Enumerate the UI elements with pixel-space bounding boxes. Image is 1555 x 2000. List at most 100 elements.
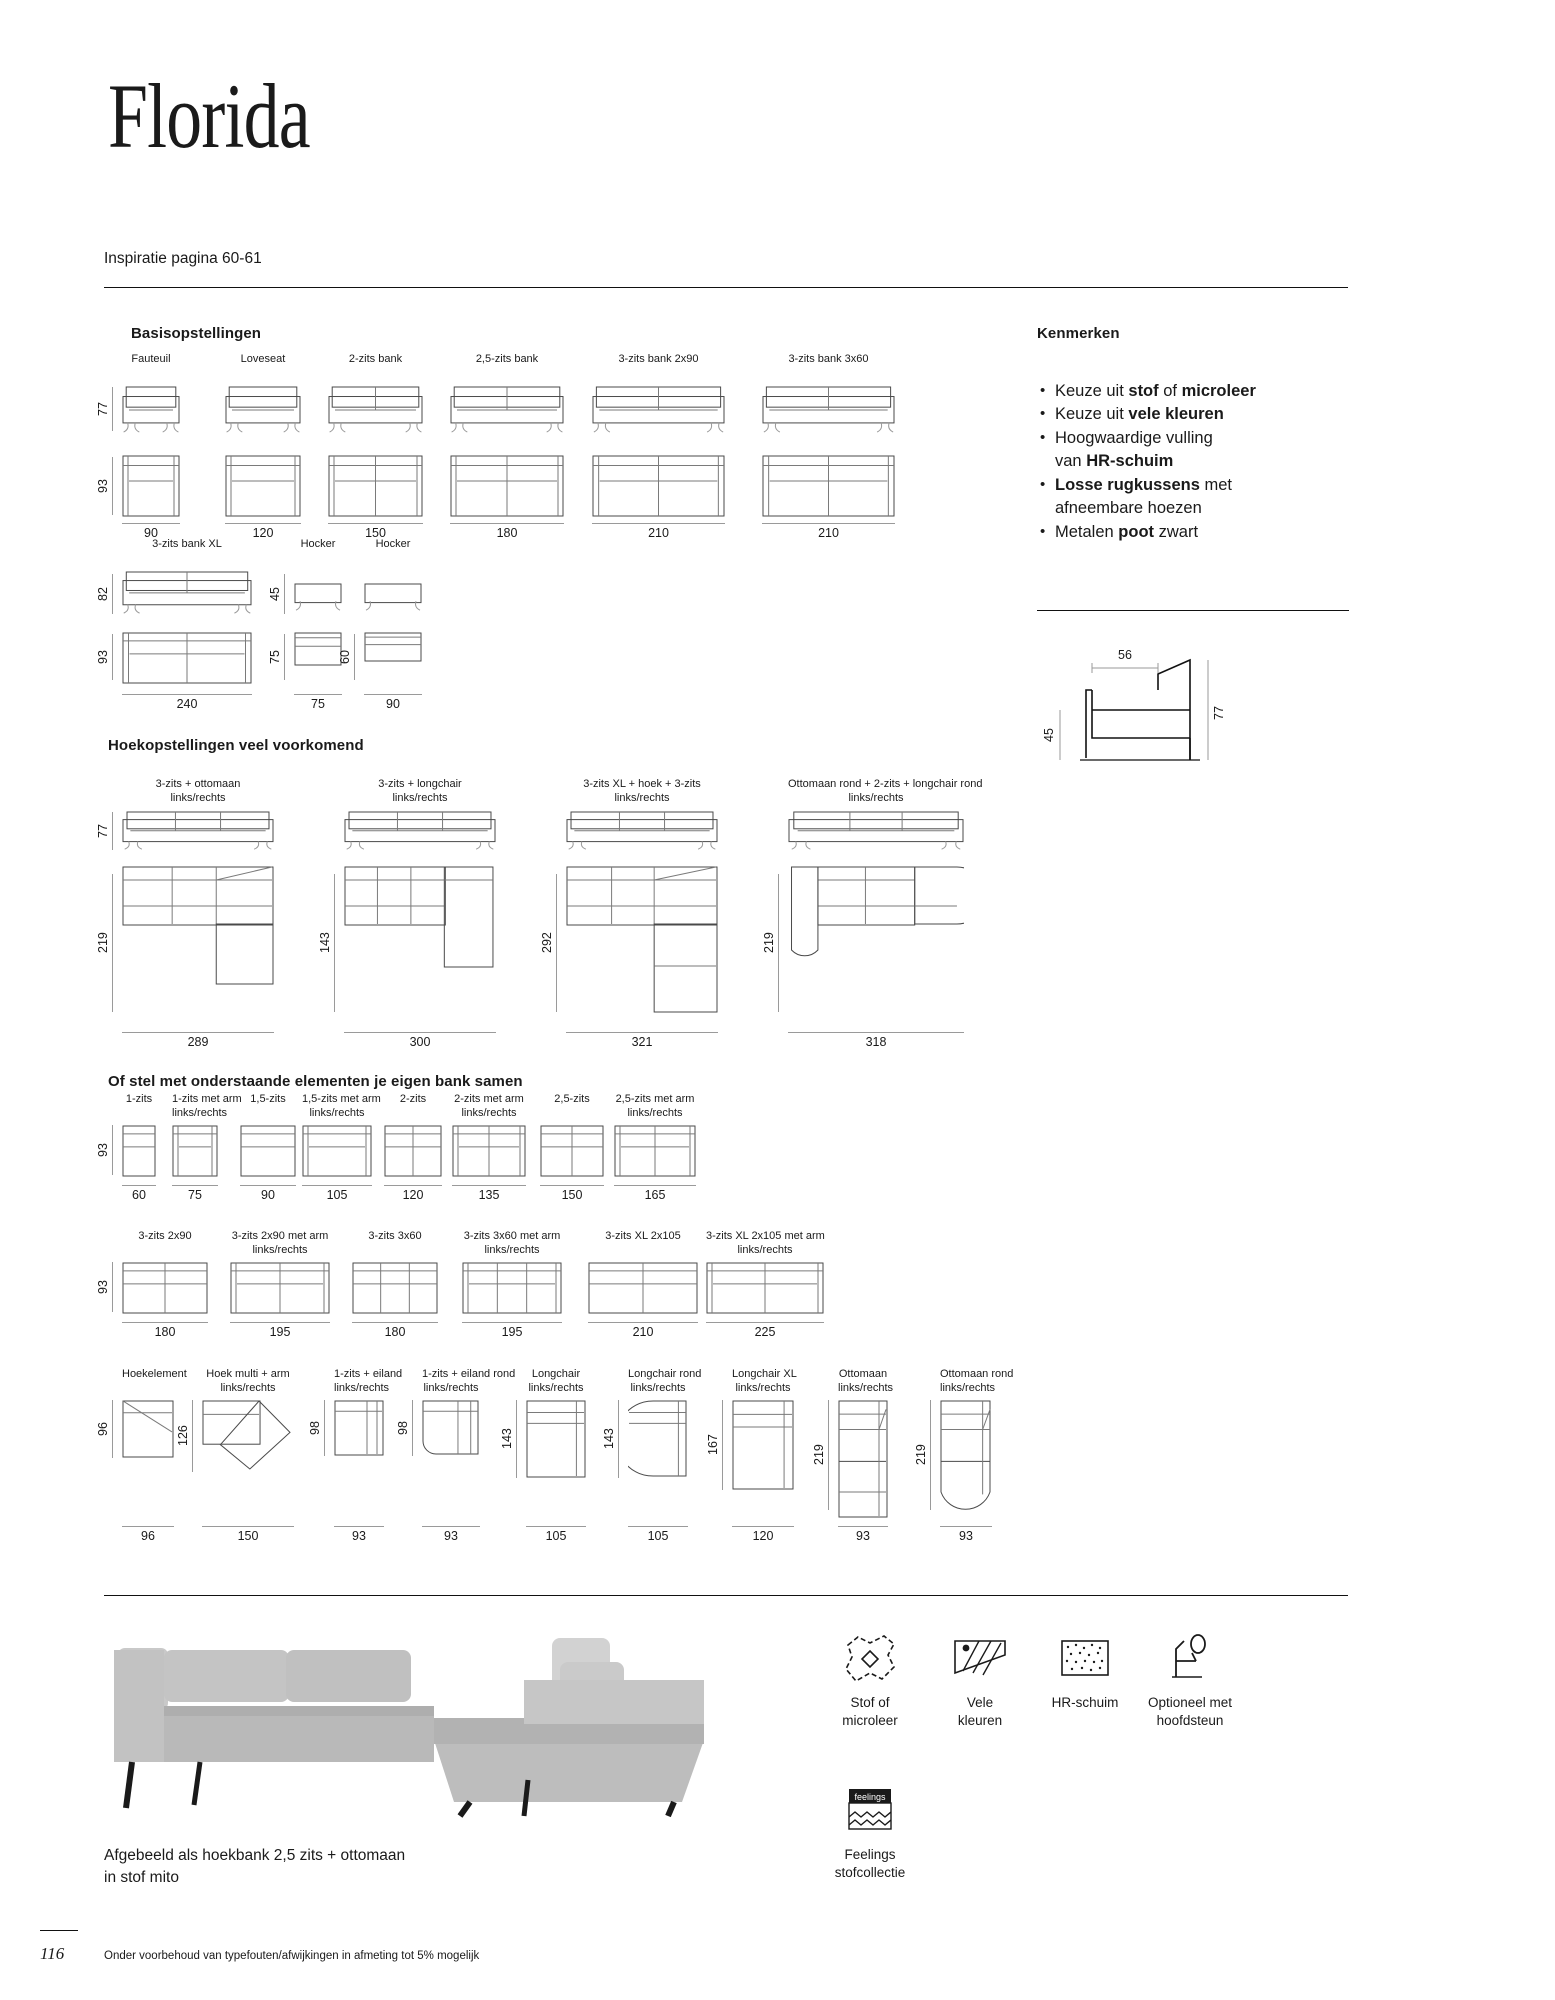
- heading-basisopstellingen: Basisopstellingen: [131, 325, 262, 342]
- width-dimension: 75: [172, 1185, 218, 1202]
- top-view: [352, 1262, 438, 1314]
- front-view-wrap: [592, 385, 725, 438]
- bottom-divider: [104, 1595, 1348, 1596]
- dimension-bar: [112, 1400, 113, 1458]
- top-view-wrap: [422, 1400, 480, 1461]
- height-dimension: 93: [96, 479, 110, 493]
- width-dimension: 210: [588, 1322, 698, 1339]
- drawing-label: 1-zits: [125, 1093, 153, 1105]
- width-dimension: 120: [225, 523, 301, 540]
- top-view: [450, 455, 564, 517]
- height-dimension: 93: [96, 1280, 110, 1294]
- width-dimension: 93: [334, 1526, 384, 1543]
- dimension-bar: [112, 874, 113, 1012]
- top-view: [225, 455, 301, 517]
- front-view: [122, 571, 252, 614]
- front-view: [328, 386, 423, 433]
- top-view-wrap: [334, 1400, 384, 1461]
- width-dimension: 60: [122, 1185, 156, 1202]
- top-view: [334, 1400, 384, 1456]
- top-view-wrap: [202, 1400, 294, 1477]
- top-view: [838, 1400, 888, 1518]
- top-view-wrap: [732, 1400, 794, 1495]
- front-view-wrap: [762, 385, 895, 438]
- kenmerken-item: afneembare hoezen: [1055, 499, 1202, 518]
- front-view-wrap: [450, 385, 564, 438]
- top-view-wrap: [294, 632, 342, 671]
- drawing-label: 3-zits XL 2x105: [605, 1230, 681, 1242]
- drawing-label: Fauteuil: [131, 353, 171, 365]
- top-view-wrap: [364, 632, 422, 667]
- kenmerken-item: van HR-schuim: [1055, 452, 1174, 471]
- front-view: [122, 811, 274, 850]
- dimension-bar: [556, 874, 557, 1012]
- drawing-label: 3-zits 2x90: [138, 1230, 192, 1242]
- header-divider: [104, 287, 1348, 288]
- width-dimension: 240: [122, 694, 252, 711]
- height-dimension: 93: [96, 650, 110, 664]
- top-view-wrap: [122, 455, 180, 522]
- dimension-bar: [284, 634, 285, 680]
- top-view-wrap: [706, 1262, 824, 1319]
- width-dimension: 321: [566, 1032, 718, 1049]
- drawing-label: Hocker: [300, 538, 336, 550]
- width-dimension: 195: [462, 1322, 562, 1339]
- drawing-label: 3-zits bank 2x90: [618, 353, 699, 365]
- dimension-bar: [778, 874, 779, 1012]
- top-view-wrap: [230, 1262, 330, 1319]
- width-dimension: 225: [706, 1322, 824, 1339]
- width-dimension: 180: [122, 1322, 208, 1339]
- top-view: [732, 1400, 794, 1490]
- kenmerken-item: Metalen poot zwart: [1038, 521, 1338, 544]
- plan-view: [344, 866, 494, 968]
- top-view: [452, 1125, 526, 1177]
- width-dimension: 93: [838, 1526, 888, 1543]
- height-dimension: 98: [396, 1421, 410, 1435]
- kenmerken-item: Keuze uit vele kleuren: [1038, 403, 1338, 426]
- plan-view: [791, 866, 986, 957]
- kenmerken-divider: [1037, 610, 1349, 611]
- plan-view: [122, 866, 274, 985]
- top-view: [615, 1400, 687, 1477]
- dimension-bar: [112, 457, 113, 515]
- top-view: [364, 632, 422, 662]
- top-view: [462, 1262, 562, 1314]
- top-view: [592, 455, 725, 517]
- dimension-bar: [112, 812, 113, 850]
- dimension-bar: [112, 1262, 113, 1312]
- drawing-label: 2,5-zits: [554, 1093, 590, 1105]
- dimension-bar: [722, 1400, 723, 1490]
- top-view: [614, 1125, 696, 1177]
- kenmerken-item: Keuze uit stof of microleer: [1038, 380, 1338, 403]
- height-dimension: 219: [812, 1444, 826, 1466]
- width-dimension: 105: [526, 1526, 586, 1543]
- height-dimension: 96: [96, 1422, 110, 1436]
- photo-caption-line1: Afgebeeld als hoekbank 2,5 zits + ottoma…: [104, 1847, 406, 1864]
- top-view: [122, 1262, 208, 1314]
- top-view: [384, 1125, 442, 1177]
- sideview-height-dim: 77: [1212, 706, 1226, 720]
- kenmerken-item: Hoogwaardige vulling: [1038, 427, 1338, 450]
- top-view-wrap: [614, 1125, 696, 1182]
- heading-hoekopstellingen: Hoekopstellingen veel voorkomend: [108, 737, 364, 754]
- feature-icon-caption: HR-schuim: [1051, 1695, 1119, 1710]
- front-view: [122, 386, 180, 433]
- top-view-wrap: [838, 1400, 888, 1523]
- top-view-wrap: [462, 1262, 562, 1319]
- width-dimension: 150: [328, 523, 423, 540]
